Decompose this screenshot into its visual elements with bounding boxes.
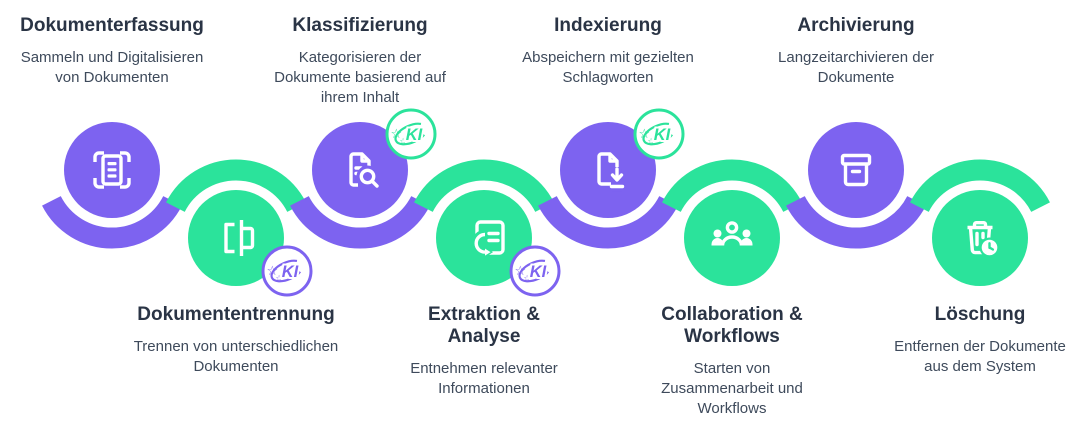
document-scan-icon [93, 151, 131, 189]
ki-badge: ☆ ☆ KI [633, 108, 685, 160]
ki-label: KI [282, 263, 299, 281]
step-title: Dokumententrennung [137, 304, 335, 325]
step-textblock: Klassifizierung Kategorisieren der Dokum… [240, 15, 480, 108]
step-title: Archivierung [797, 15, 915, 36]
trash-clock-icon [967, 221, 1000, 258]
wave-arc-7 [786, 195, 926, 249]
sparkle-star-icon: ☆ [515, 264, 527, 279]
step-subtitle: Entnehmen relevanter Informationen [410, 360, 558, 397]
wave-arc-2 [166, 159, 306, 213]
step-title: Indexierung [554, 15, 662, 36]
sparkle-star-small-icon: ☆ [276, 274, 283, 283]
step-textblock: Indexierung Abspeichern mit gezielten Sc… [488, 15, 728, 88]
step-circle [684, 190, 780, 286]
document-split-icon [224, 220, 255, 256]
ki-badge: ☆ ☆ KI [509, 245, 561, 297]
step-circle: ☆ ☆ KI [436, 190, 561, 297]
archive-box-icon [840, 153, 872, 187]
wave-arc-3 [290, 195, 430, 249]
sparkle-star-icon: ☆ [639, 127, 651, 142]
step-circle: ☆ ☆ KI [312, 108, 437, 218]
sparkle-star-small-icon: ☆ [524, 274, 531, 283]
step-title: Löschung [934, 304, 1026, 325]
wave-arc-5 [538, 195, 678, 249]
step-title: Dokumenterfassung [20, 15, 204, 36]
wave-arc-1 [42, 195, 182, 249]
step-subtitle: Sammeln und Digitalisieren von Dokumente… [20, 49, 204, 86]
step-title: Klassifizierung [292, 15, 428, 36]
sparkle-star-icon: ☆ [267, 264, 279, 279]
ki-label: KI [406, 126, 423, 144]
step-textblock: Collaboration & Workflows Starten von Zu… [612, 304, 852, 419]
step-subtitle: Trennen von unterschiedlichen Dokumenten [133, 338, 339, 375]
step-circle: ☆ ☆ KI [560, 108, 685, 218]
step-textblock: Dokumenterfassung Sammeln und Digitalisi… [0, 15, 232, 88]
document-search-icon [349, 152, 381, 190]
wave-arc-4 [414, 159, 554, 213]
data-extract-icon [471, 220, 505, 258]
step-textblock: Archivierung Langzeitarchivieren der Dok… [736, 15, 976, 88]
document-download-icon [597, 152, 626, 192]
sparkle-star-small-icon: ☆ [648, 137, 655, 146]
step-title: Collaboration & Workflows [661, 304, 803, 347]
step-title: Extraktion & Analyse [428, 304, 540, 347]
ki-badge: ☆ ☆ KI [261, 245, 313, 297]
step-circle [64, 122, 160, 218]
people-group-icon [711, 221, 753, 246]
wave-arc-8 [910, 159, 1050, 213]
step-circle [932, 190, 1028, 286]
sparkle-star-icon: ☆ [391, 127, 403, 142]
step-textblock: Dokumententrennung Trennen von unterschi… [116, 304, 356, 377]
ki-badge: ☆ ☆ KI [385, 108, 437, 160]
step-circle: ☆ ☆ KI [188, 190, 313, 297]
step-subtitle: Starten von Zusammenarbeit und Workflows [661, 360, 803, 417]
step-subtitle: Entfernen der Dokumente aus dem System [894, 338, 1066, 375]
ki-label: KI [654, 126, 671, 144]
step-circle [808, 122, 904, 218]
wave-arc-6 [662, 159, 802, 213]
ki-label: KI [530, 263, 547, 281]
step-textblock: Löschung Entfernen der Dokumente aus dem… [860, 304, 1090, 377]
step-textblock: Extraktion & Analyse Entnehmen relevante… [364, 304, 604, 399]
step-subtitle: Abspeichern mit gezielten Schlagworten [522, 49, 694, 86]
sparkle-star-small-icon: ☆ [400, 137, 407, 146]
step-subtitle: Kategorisieren der Dokumente basierend a… [274, 49, 446, 106]
step-subtitle: Langzeitarchivieren der Dokumente [778, 49, 934, 86]
